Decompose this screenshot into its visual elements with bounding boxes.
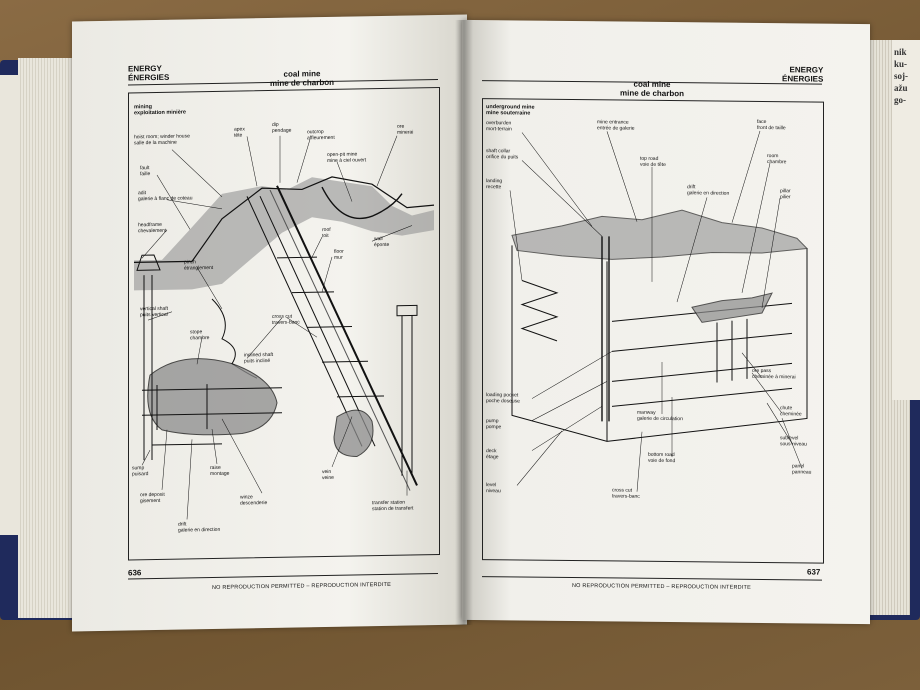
cross-cut-3: [307, 326, 352, 328]
headframe-right: [396, 304, 418, 317]
decline-ramp: [520, 280, 559, 342]
headframe: [136, 254, 161, 271]
cross-cut-2: [292, 291, 334, 294]
level-1: [142, 387, 282, 391]
rock-layer: [134, 177, 434, 291]
overburden-layer: [511, 209, 809, 260]
page-number: 636: [128, 568, 142, 578]
ore-deposit: [333, 409, 374, 457]
leader-lines: [509, 130, 803, 492]
room-and-pillar: [691, 292, 773, 323]
cross-cut-5: [337, 395, 384, 398]
bottom-level: [152, 443, 222, 446]
left-page: ENERGY ÉNERGIES coal mine mine de charbo…: [72, 14, 467, 632]
level-lower: [611, 362, 793, 382]
adjacent-book-right: nik ku- soj- ažu go-: [892, 40, 920, 400]
vertical-shaft-right: [401, 315, 413, 476]
vein-wall: [269, 189, 411, 491]
leader-lines: [141, 135, 413, 520]
ground-surface: [134, 176, 435, 263]
cross-cut-4: [322, 360, 368, 363]
open-pit: [321, 186, 403, 220]
chutes: [716, 318, 748, 383]
adjacent-text: nik ku- soj- ažu go-: [894, 47, 908, 105]
level-bottom: [611, 387, 793, 407]
inclined-shaft-wall: [259, 195, 376, 447]
adjacent-book-page: [0, 75, 22, 535]
underground-mine-diagram: [509, 130, 809, 492]
inclined-shaft: [246, 196, 363, 447]
level-middle: [611, 332, 793, 352]
shaft: [601, 236, 610, 422]
vertical-shaft: [143, 275, 153, 461]
stope-ore-body: [147, 358, 278, 436]
mining-cross-section-diagram: [134, 135, 435, 520]
vein: [276, 185, 418, 486]
right-page: ENERGY ÉNERGIES coal mine mine de charbo…: [462, 19, 870, 625]
cross-cut-1: [277, 256, 317, 259]
page-number: 637: [807, 567, 821, 577]
book-gutter-shadow: [455, 20, 473, 625]
level-2: [142, 412, 282, 416]
